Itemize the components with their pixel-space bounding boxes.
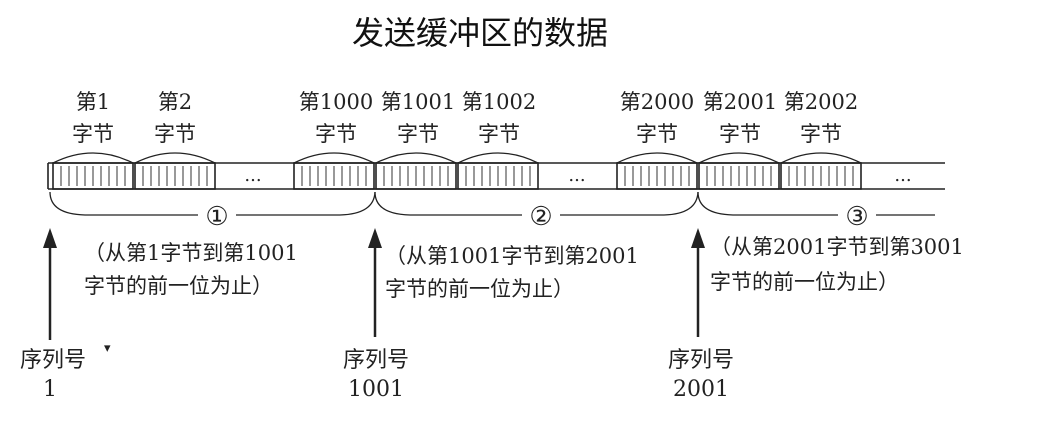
byte-label-2001-bottom: 字节: [719, 122, 761, 146]
byte-block-1001: [375, 152, 457, 190]
sequence-label-2001: 序列号: [668, 348, 734, 373]
ellipsis-3: ...: [894, 165, 911, 186]
segment-3-desc-line2: 字节的前一位为止）: [710, 270, 899, 294]
byte-label-2002-top: 第2002: [784, 90, 858, 114]
byte-label-2-top: 第2: [158, 90, 192, 114]
segment-2-desc-line1: （从第1001字节到第2001: [385, 244, 639, 268]
byte-label-2000-top: 第2000: [620, 90, 694, 114]
byte-label-2001-top: 第2001: [703, 90, 777, 114]
sequence-arrow-1: [43, 228, 57, 340]
segment-marker-2: ②: [529, 202, 552, 232]
segment-brace-1: [49, 191, 376, 216]
byte-label-1002-bottom: 字节: [478, 122, 520, 146]
byte-block-1002: [457, 152, 539, 190]
segment-marker-1: ①: [205, 202, 228, 232]
byte-label-2002-bottom: 字节: [800, 122, 842, 146]
sequence-arrow-1001: [368, 228, 382, 337]
byte-label-1000-bottom: 字节: [315, 122, 357, 146]
byte-label-2-bottom: 字节: [154, 122, 196, 146]
byte-label-1001-top: 第1001: [381, 90, 455, 114]
segment-brace-2: [374, 191, 699, 216]
byte-label-1002-top: 第1002: [462, 90, 536, 114]
sequence-number-1: 1: [43, 377, 57, 402]
sequence-label-1001: 序列号: [343, 348, 409, 373]
byte-block-2000: [616, 152, 698, 190]
segment-1-desc-line2: 字节的前一位为止）: [84, 274, 273, 298]
byte-block-2002: [780, 152, 862, 190]
segment-marker-3: ③: [845, 202, 868, 232]
segment-brace-3: [697, 191, 935, 216]
byte-block-2001: [698, 152, 780, 190]
segment-2-desc-line2: 字节的前一位为止）: [385, 277, 574, 301]
sequence-label-1-mark: ▾: [104, 341, 111, 356]
sequence-number-2001: 2001: [673, 377, 729, 402]
segment-1-desc-line1: （从第1字节到第1001: [84, 241, 298, 265]
byte-block-2: [134, 152, 216, 190]
sequence-number-1001: 1001: [348, 377, 404, 402]
diagram-title: 发送缓冲区的数据: [351, 14, 608, 52]
sequence-arrow-2001: [691, 228, 705, 337]
byte-block-1: [52, 152, 134, 190]
byte-label-1-bottom: 字节: [72, 122, 114, 146]
byte-label-1000-top: 第1000: [299, 90, 373, 114]
ellipsis-2: ...: [568, 165, 585, 186]
byte-label-1001-bottom: 字节: [397, 122, 439, 146]
segment-3-desc-line1: （从第2001字节到第3001: [710, 235, 964, 259]
sequence-label-1: 序列号: [20, 348, 86, 373]
byte-label-1-top: 第1: [76, 90, 110, 114]
byte-label-2000-bottom: 字节: [636, 122, 678, 146]
byte-block-1000: [293, 152, 375, 190]
ellipsis-1: ...: [244, 165, 261, 186]
